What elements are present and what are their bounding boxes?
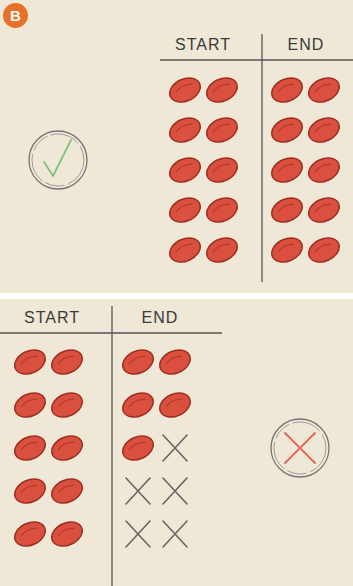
- red-cell: [203, 153, 241, 186]
- red-cell: [203, 193, 241, 226]
- table-rule: [0, 332, 222, 333]
- column-header: START: [175, 36, 231, 54]
- red-cell: [166, 113, 204, 146]
- table-rule: [160, 59, 353, 60]
- red-cell: [48, 388, 86, 421]
- wrong-badge: [271, 419, 329, 477]
- red-cell: [268, 233, 306, 266]
- panel-ground: [0, 299, 353, 586]
- cross-mark: [163, 478, 187, 504]
- red-cell: [48, 431, 86, 464]
- table-rule: [261, 34, 262, 282]
- red-cell: [156, 388, 194, 421]
- cross-mark: [126, 521, 150, 547]
- column-header: END: [288, 36, 325, 54]
- red-cell: [119, 345, 157, 378]
- column-header: START: [24, 309, 80, 327]
- red-cell: [268, 113, 306, 146]
- red-cell: [305, 233, 343, 266]
- red-cell: [305, 73, 343, 106]
- red-cell: [203, 73, 241, 106]
- red-cell: [11, 431, 49, 464]
- red-cell: [48, 517, 86, 550]
- red-cell: [305, 153, 343, 186]
- column-header: END: [142, 309, 179, 327]
- red-cell: [11, 345, 49, 378]
- red-cell: [11, 474, 49, 507]
- red-cell: [305, 113, 343, 146]
- cross-mark: [163, 521, 187, 547]
- red-cell: [156, 345, 194, 378]
- red-cell: [166, 153, 204, 186]
- section-badge: B: [3, 3, 28, 28]
- red-cell: [166, 233, 204, 266]
- red-cell: [305, 193, 343, 226]
- red-cell: [48, 474, 86, 507]
- red-cell: [203, 113, 241, 146]
- red-cell: [268, 153, 306, 186]
- red-cell: [166, 193, 204, 226]
- red-cell: [119, 388, 157, 421]
- cross-mark: [163, 435, 187, 461]
- panel-ground: [0, 0, 353, 293]
- red-cell: [11, 388, 49, 421]
- check-badge: [29, 131, 87, 189]
- cross-mark: [126, 478, 150, 504]
- red-cell: [166, 73, 204, 106]
- red-cell: [11, 517, 49, 550]
- red-cell: [268, 193, 306, 226]
- red-cell: [48, 345, 86, 378]
- table-rule: [111, 306, 112, 586]
- red-cell: [268, 73, 306, 106]
- red-cell: [203, 233, 241, 266]
- red-cell: [119, 431, 157, 464]
- section-letter: B: [10, 7, 21, 24]
